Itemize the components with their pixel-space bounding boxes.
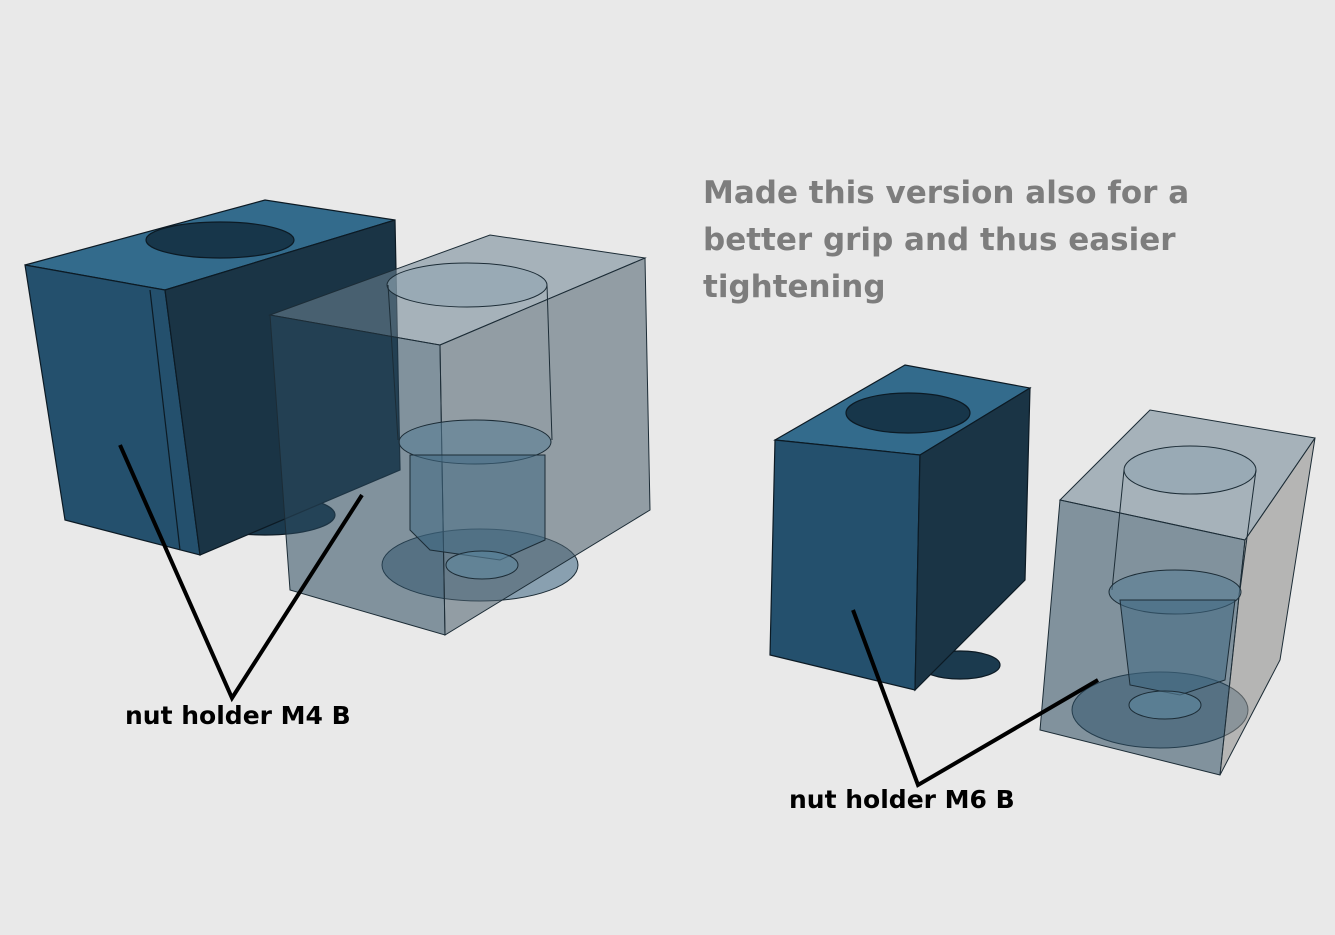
m4-leader-line bbox=[118, 444, 364, 703]
label-nut-holder-m6: nut holder M6 B bbox=[789, 785, 1015, 814]
annotation-note: Made this version also for a better grip… bbox=[703, 175, 1190, 305]
label-nut-holder-m4: nut holder M4 B bbox=[125, 701, 351, 730]
m4-transparent-part bbox=[268, 234, 651, 636]
m6-solid-part bbox=[769, 364, 1032, 692]
m6-transparent-part bbox=[1039, 409, 1316, 776]
m6-leader-line bbox=[851, 609, 1100, 788]
